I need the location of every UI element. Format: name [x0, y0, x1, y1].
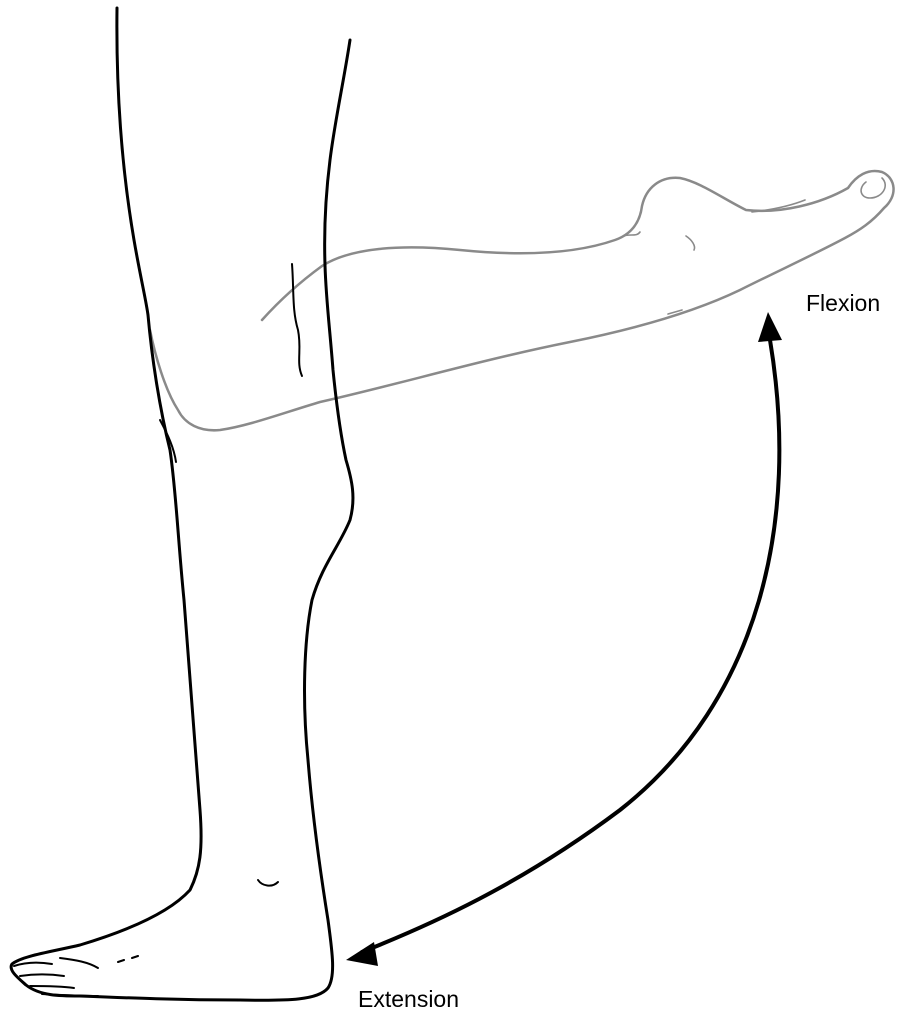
motion-arrow: [346, 312, 782, 966]
thigh-vein-mark: [292, 264, 302, 376]
extension-label: Extension: [358, 986, 459, 1012]
extended-instep-dashes: [118, 956, 138, 962]
flexed-leg-top-contour: [150, 171, 894, 430]
flexed-leg-outline: [150, 171, 894, 430]
extended-toes: [14, 958, 98, 996]
extension-arrowhead: [346, 942, 378, 966]
extended-leg-back-contour: [11, 8, 353, 1000]
flexion-arrowhead: [758, 312, 782, 342]
extended-leg-outline: [11, 8, 353, 1000]
flexed-ankle-bone-mark: [686, 236, 695, 250]
flexion-label: Flexion: [806, 290, 880, 316]
motion-arc: [362, 340, 779, 952]
extended-ankle-bone-mark: [258, 880, 278, 886]
flexed-heel-curl: [861, 178, 885, 198]
